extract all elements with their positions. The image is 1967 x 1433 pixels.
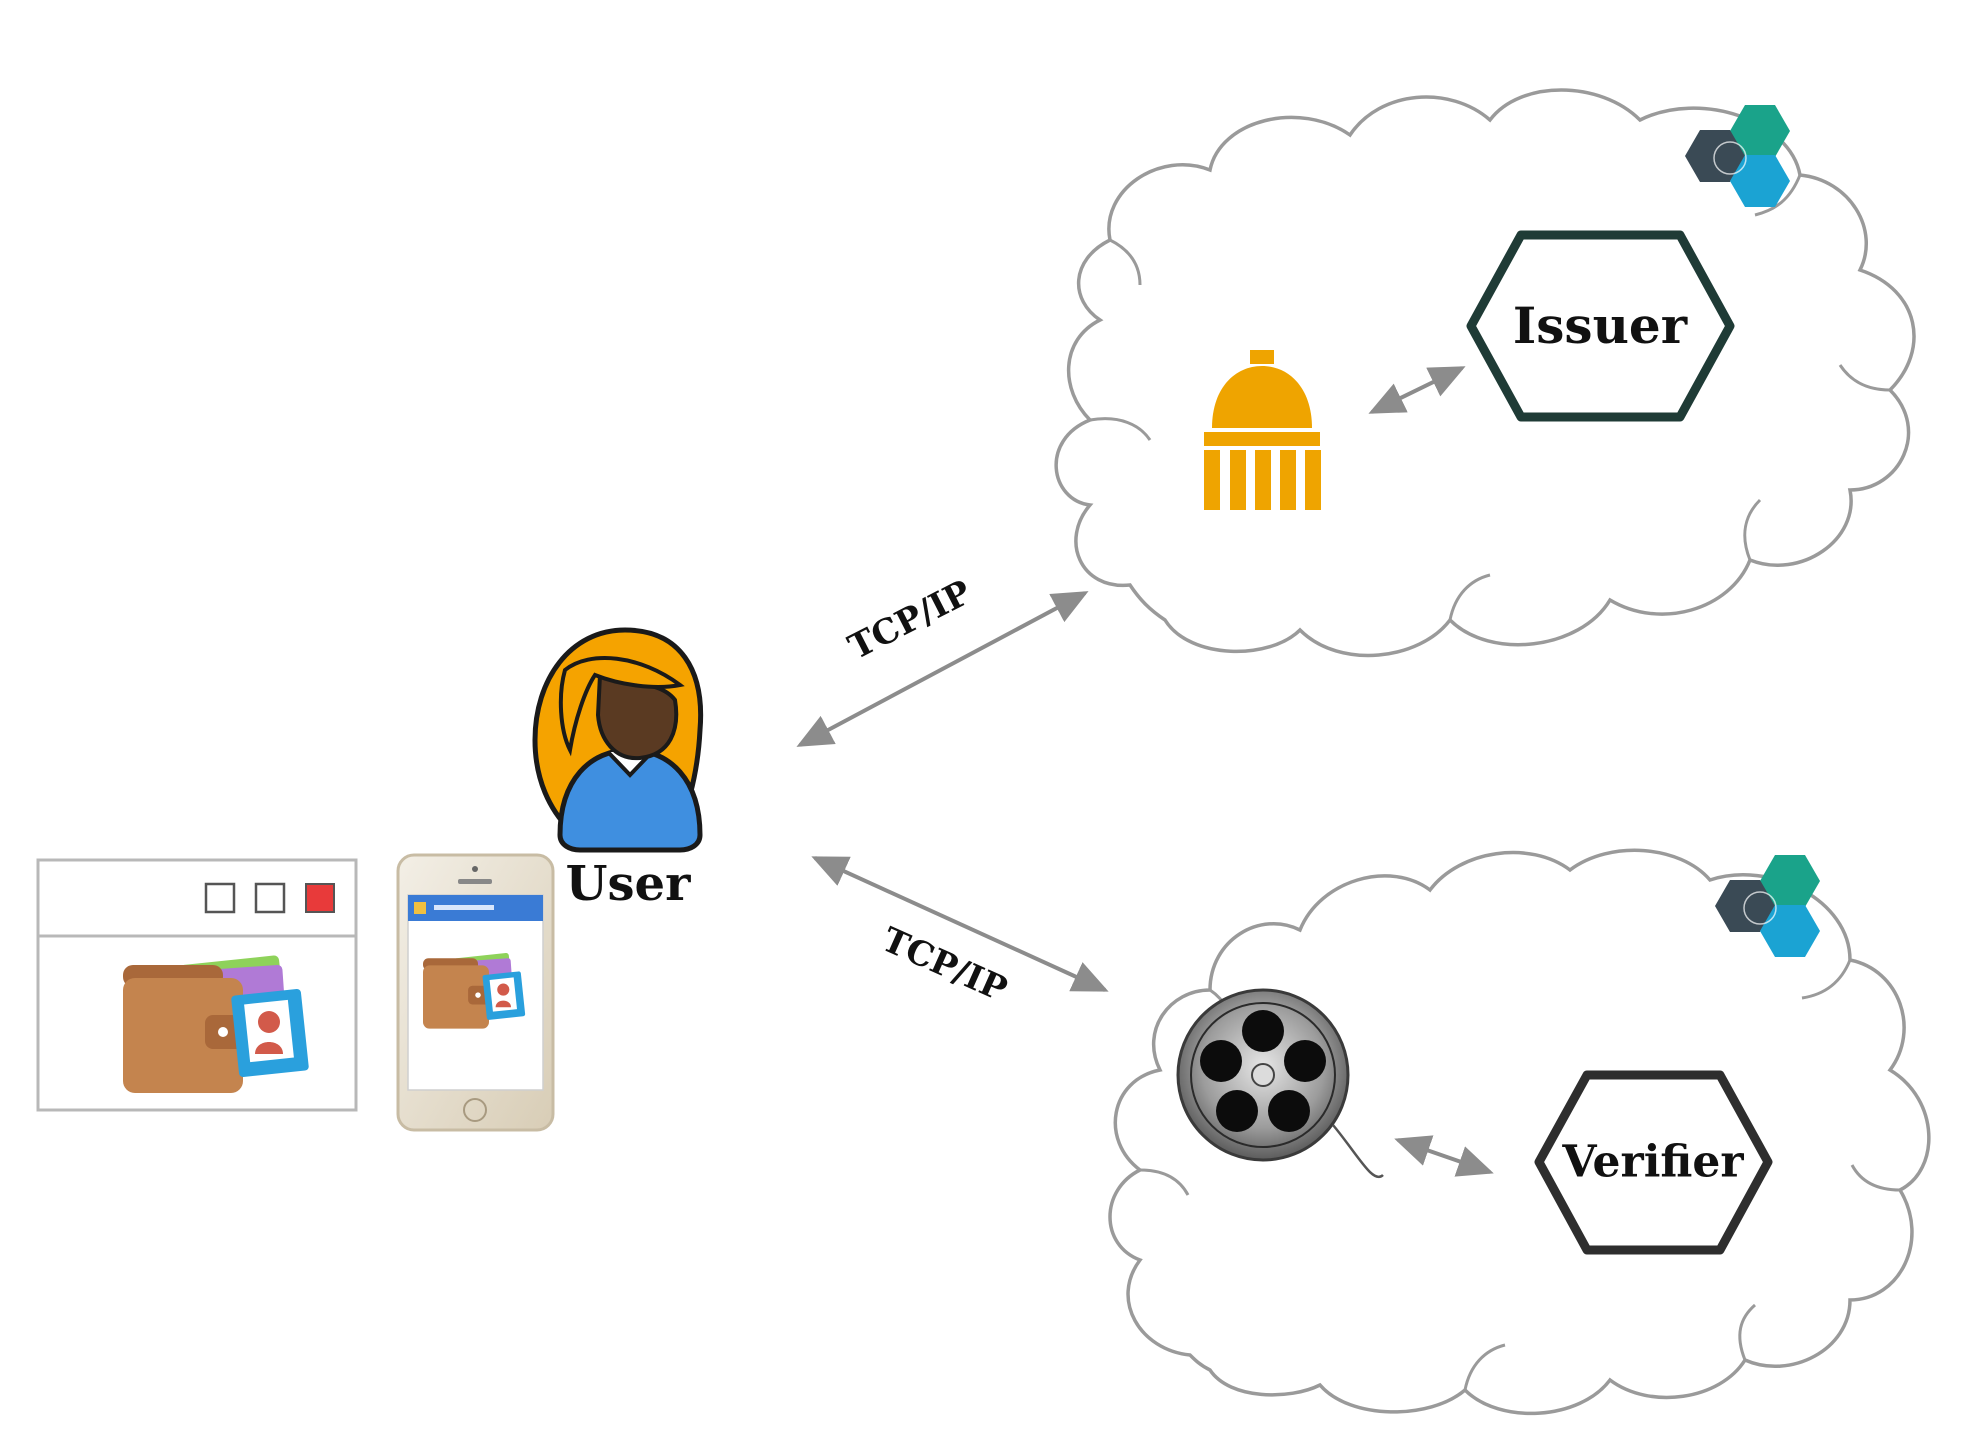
user-verifier-connection-arrow bbox=[811, 856, 1109, 992]
government-building-icon bbox=[1204, 350, 1321, 510]
wallet-icon bbox=[423, 953, 526, 1029]
wallet-icon bbox=[123, 955, 309, 1093]
maximize-icon bbox=[254, 882, 286, 914]
issuer-label: Issuer bbox=[1513, 296, 1688, 355]
verifier-node: Verifier bbox=[1534, 1070, 1773, 1255]
minimize-icon bbox=[204, 882, 236, 914]
verifier-internal-arrow bbox=[1394, 1135, 1494, 1177]
verifier-label: Verifier bbox=[1561, 1137, 1744, 1188]
user-label: User bbox=[566, 856, 691, 912]
issuer-cloud bbox=[1054, 88, 1916, 658]
mobile-wallet-phone bbox=[396, 853, 555, 1132]
user-issuer-connection-arrow bbox=[796, 591, 1089, 747]
ledger-logo-icon bbox=[1685, 105, 1790, 207]
close-icon bbox=[305, 883, 335, 913]
issuer-connection-label: TCP/IP bbox=[842, 572, 978, 667]
ledger-logo-icon bbox=[1715, 855, 1820, 957]
user-avatar-icon bbox=[532, 627, 704, 853]
verifier-cloud bbox=[1108, 848, 1931, 1416]
film-reel-icon bbox=[1176, 988, 1384, 1179]
issuer-node: Issuer bbox=[1466, 230, 1735, 422]
home-button-icon bbox=[463, 1098, 487, 1122]
issuer-internal-arrow bbox=[1368, 366, 1466, 414]
desktop-wallet-window bbox=[36, 858, 358, 1112]
verifier-connection-label: TCP/IP bbox=[876, 920, 1013, 1010]
